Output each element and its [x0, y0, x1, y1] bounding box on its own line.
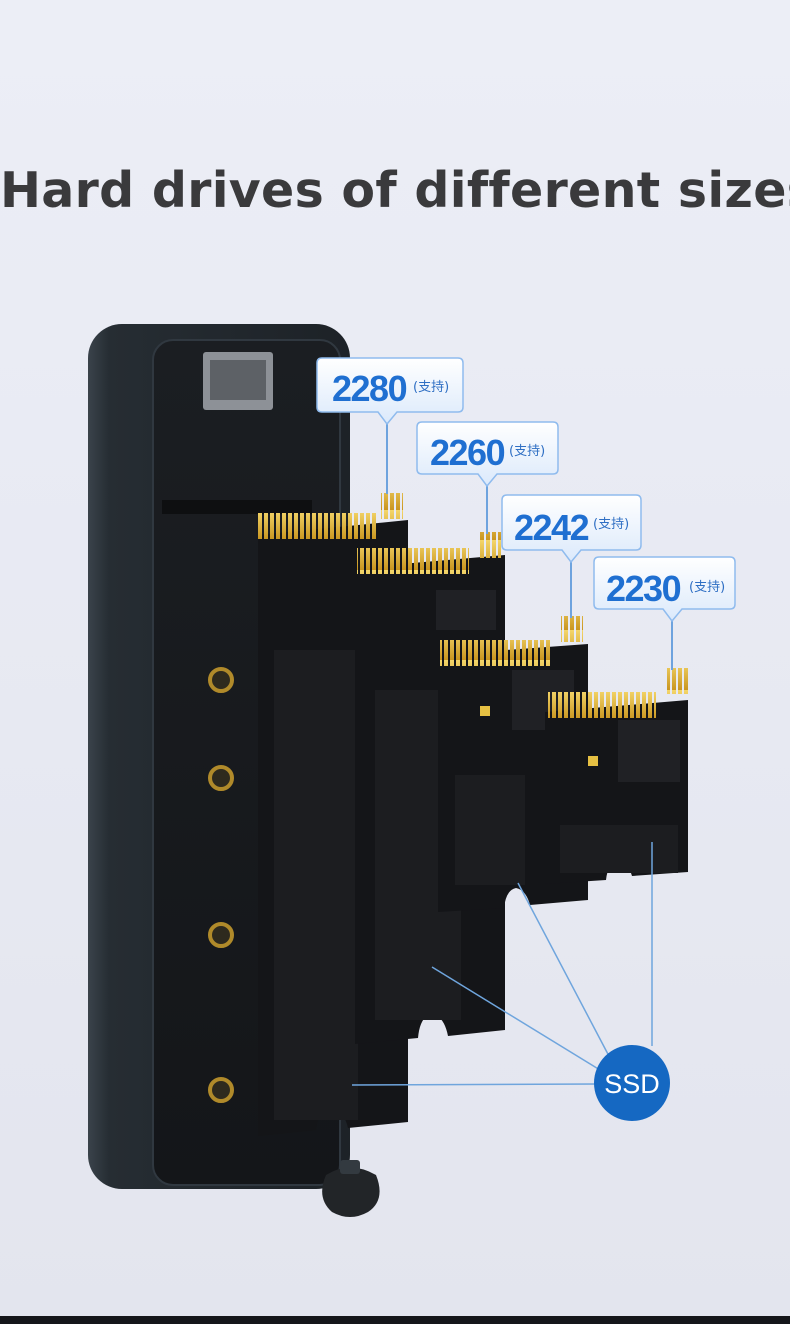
size-label-2242-note: (支持)	[593, 517, 629, 532]
ssd-badge-text: SSD	[604, 1069, 660, 1099]
size-label-2230-number: 2230	[606, 568, 681, 609]
rubber-stopper	[322, 1160, 380, 1217]
size-label-2242: 2242 (支持)	[501, 494, 642, 564]
size-label-2260-note: (支持)	[509, 444, 545, 459]
size-label-2280-note: (支持)	[413, 380, 449, 395]
size-label-2280-number: 2280	[332, 368, 407, 409]
size-label-2260: 2260 (支持)	[416, 421, 559, 488]
bottom-edge-bar	[0, 1316, 790, 1324]
size-label-2230: 2230 (支持)	[593, 556, 736, 623]
size-label-2230-note: (支持)	[689, 580, 725, 595]
size-label-2260-number: 2260	[430, 432, 505, 473]
ssd-badge: SSD	[594, 1045, 670, 1121]
ssd-leader-lines	[351, 842, 653, 1086]
size-label-2280: 2280 (支持)	[316, 357, 464, 426]
page-headline: Hard drives of different sizes	[0, 162, 790, 219]
size-label-2242-number: 2242	[514, 507, 589, 548]
ssd-card-2230	[545, 668, 689, 884]
